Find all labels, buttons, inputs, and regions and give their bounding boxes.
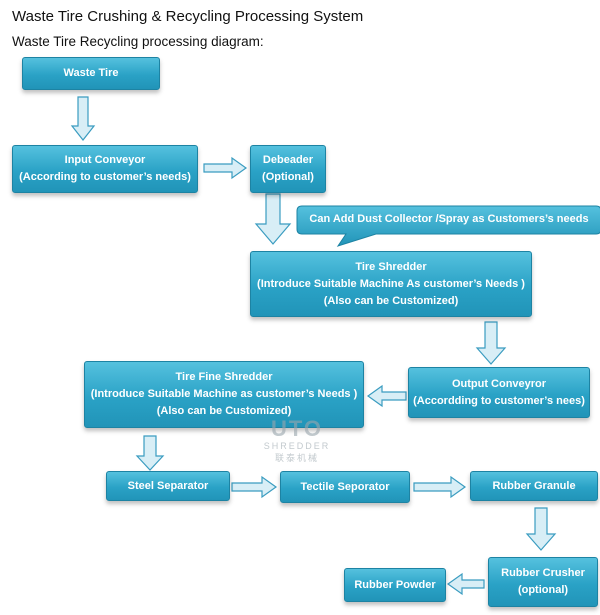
arrow-down-fine-to-steel [135, 435, 165, 471]
rubber-powder-box: Rubber Powder [344, 568, 446, 602]
input-conveyor-box: Input Conveyor (According to customer’s … [12, 145, 198, 193]
waste-tire-label: Waste Tire [63, 67, 119, 79]
rubber-powder-label: Rubber Powder [354, 578, 436, 591]
arrow-down-waste-to-input [70, 96, 96, 141]
arrow-down-shredder-to-output [475, 321, 507, 365]
watermark-line2: 联泰机械 [274, 453, 319, 463]
steel-separator-box: Steel Separator [106, 471, 230, 501]
debeader-box: Debeader (Optional) [250, 145, 326, 193]
output-conveyor-box: Output Conveyror (Accordding to customer… [408, 367, 590, 418]
output-conveyor-label: Output Conveyror [451, 377, 547, 390]
dust-collector-callout-bubble [296, 205, 600, 247]
rubber-granule-label: Rubber Granule [492, 479, 576, 492]
arrow-right-steel-to-tectile [231, 475, 278, 499]
tire-fine-shredder-note: (Introduce Suitable Machine as customer’… [90, 388, 358, 400]
input-conveyor-note: (According to customer’s needs) [19, 171, 191, 183]
rubber-granule-box: Rubber Granule [470, 471, 598, 501]
tectile-separator-box: Tectile Seporator [280, 471, 410, 503]
tire-shredder-note: (Introduce Suitable Machine As customer’… [257, 277, 525, 290]
arrow-down-granule-to-crusher [525, 507, 557, 551]
rubber-crusher-box: Rubber Crusher (optional) [488, 557, 598, 607]
diagram-subtitle: Waste Tire Recycling processing diagram: [12, 34, 264, 49]
steel-separator-label: Steel Separator [127, 479, 209, 492]
tire-fine-shredder-label: Tire Fine Shredder [175, 371, 273, 383]
arrow-left-crusher-to-powder [446, 572, 485, 596]
tire-shredder-label: Tire Shredder [355, 260, 427, 273]
tectile-separator-label: Tectile Seporator [300, 480, 390, 493]
watermark-logo: UTO [270, 416, 324, 441]
input-conveyor-label: Input Conveyor [64, 154, 146, 166]
tire-shredder-note-2: (Also can be Customized) [323, 294, 459, 307]
waste-tire-box: Waste Tire [22, 57, 160, 90]
arrow-down-debeader-to-shredder [254, 193, 292, 245]
debeader-label: Debeader [262, 154, 314, 166]
tire-shredder-box: Tire Shredder (Introduce Suitable Machin… [250, 251, 532, 317]
tire-fine-shredder-box: Tire Fine Shredder (Introduce Suitable M… [84, 361, 364, 428]
output-conveyor-note: (Accordding to customer’s nees) [413, 394, 585, 407]
debeader-note: (Optional) [262, 171, 314, 183]
arrow-right-input-to-debeader [203, 156, 248, 180]
arrow-right-tectile-to-granule [413, 475, 467, 499]
arrow-left-output-to-fine [366, 384, 407, 408]
tire-fine-shredder-note-2: (Also can be Customized) [156, 405, 292, 417]
uto-shredder-watermark: UTO SHREDDER 联泰机械 [252, 418, 342, 464]
rubber-crusher-note: (optional) [517, 584, 569, 596]
dust-collector-callout-text: Can Add Dust Collector /Spray as Custome… [309, 213, 589, 225]
rubber-crusher-label: Rubber Crusher [501, 567, 585, 579]
watermark-line1: SHREDDER [263, 441, 331, 451]
diagram-title: Waste Tire Crushing & Recycling Processi… [12, 8, 364, 25]
